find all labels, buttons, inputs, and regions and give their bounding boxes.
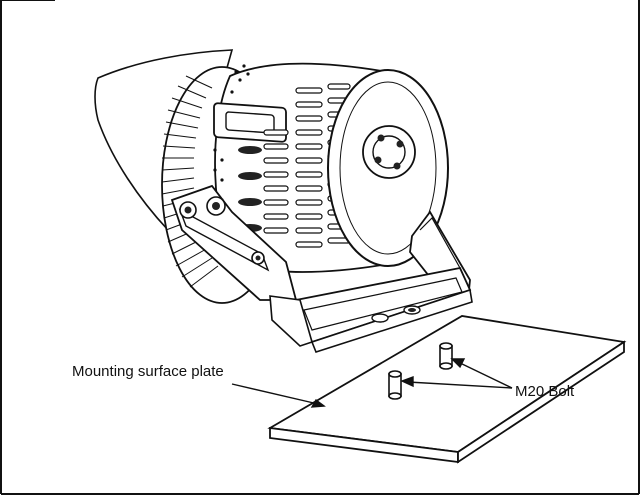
front-cap xyxy=(327,69,449,267)
yoke-arm-left xyxy=(170,184,298,301)
mounting-bracket xyxy=(269,266,473,353)
bolt-label: M20 Bolt xyxy=(515,383,575,400)
callout-arrows xyxy=(231,358,513,408)
bolt-left xyxy=(388,370,402,400)
bolt-right xyxy=(439,342,453,370)
mounting-plate-label: Mounting surface plate xyxy=(72,363,224,380)
